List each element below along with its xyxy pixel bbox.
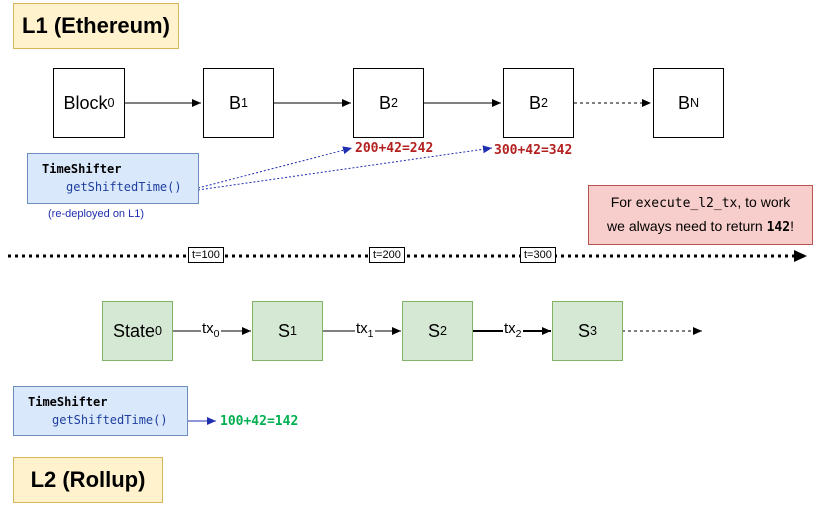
note-line-1: For execute_l2_tx, to work xyxy=(611,191,791,215)
l2-state-1-name: S xyxy=(277,320,290,341)
l2-state-0-name: State xyxy=(112,320,155,341)
l2-timeshifter-title: TimeShifter xyxy=(28,395,108,409)
l2-state-3-sub: 3 xyxy=(590,324,598,338)
l1-block-0-sub: 0 xyxy=(107,96,115,110)
note-pre: For xyxy=(610,194,636,210)
l1-block-3-name: B xyxy=(528,92,541,113)
l1-block-3-sub: 2 xyxy=(541,96,549,110)
l2-timeshifter-box: TimeShifter getShiftedTime() xyxy=(13,386,188,436)
l1-timeshifter-title: TimeShifter xyxy=(42,162,122,176)
l2-tx-2-sub: 2 xyxy=(515,328,522,340)
note-box: For execute_l2_tx, to work we always nee… xyxy=(588,185,813,245)
l2-tx-1-name: tx xyxy=(356,320,368,337)
l1-timeshifter-method: getShiftedTime() xyxy=(66,180,182,194)
l1-block-0-name: Block xyxy=(63,92,108,113)
l2-tx-2-label: tx2 xyxy=(503,320,523,340)
l1-title: L1 (Ethereum) xyxy=(22,13,170,38)
l1-block-n-name: B xyxy=(677,92,690,113)
l2-tx-0-label: tx0 xyxy=(201,320,221,340)
l2-tx-0-sub: 0 xyxy=(213,328,220,340)
note-value: 142 xyxy=(766,220,791,235)
l1-result-342: 300+42=342 xyxy=(494,143,573,158)
l2-timeshifter-method: getShiftedTime() xyxy=(52,413,168,427)
l2-state-1-sub: 1 xyxy=(290,324,298,338)
note-mid: , to work xyxy=(737,194,791,210)
l1-call-arrow-242 xyxy=(197,146,353,189)
l2-title-label: L2 (Rollup) xyxy=(13,457,163,503)
l2-tx-2-name: tx xyxy=(504,320,516,337)
note-code: execute_l2_tx xyxy=(635,196,738,211)
l1-redeployed-note: (re-deployed on L1) xyxy=(48,208,145,220)
timeline-tick-200: t=200 xyxy=(369,247,405,263)
l1-block-n-sub: N xyxy=(689,96,700,110)
timeline-tick-100: t=100 xyxy=(188,247,224,263)
timeline-tick-300: t=300 xyxy=(520,247,556,263)
l2-tx-1-sub: 1 xyxy=(367,328,374,340)
l1-title-label: L1 (Ethereum) xyxy=(13,3,179,49)
l2-state-2-name: S xyxy=(427,320,440,341)
l2-state-0-sub: 0 xyxy=(155,324,163,338)
l1-timeshifter-box: TimeShifter getShiftedTime() xyxy=(27,153,199,204)
l1-block-1-sub: 1 xyxy=(241,96,249,110)
l1-block-2-sub: 2 xyxy=(391,96,399,110)
l2-tx-1-label: tx1 xyxy=(355,320,375,340)
note-line-2: we always need to return 142! xyxy=(607,215,794,239)
note-end: ! xyxy=(790,218,794,234)
note-line2-pre: we always need to return xyxy=(607,218,767,234)
l2-tx-0-name: tx xyxy=(202,320,214,337)
l2-title: L2 (Rollup) xyxy=(30,467,146,492)
l1-call-arrow-342 xyxy=(197,145,493,191)
l2-state-2-sub: 2 xyxy=(440,324,448,338)
l1-block-2-name: B xyxy=(378,92,391,113)
l2-result-142: 100+42=142 xyxy=(220,414,299,429)
l2-state-3-name: S xyxy=(577,320,590,341)
l1-result-242: 200+42=242 xyxy=(355,141,434,156)
l1-block-1-name: B xyxy=(228,92,241,113)
